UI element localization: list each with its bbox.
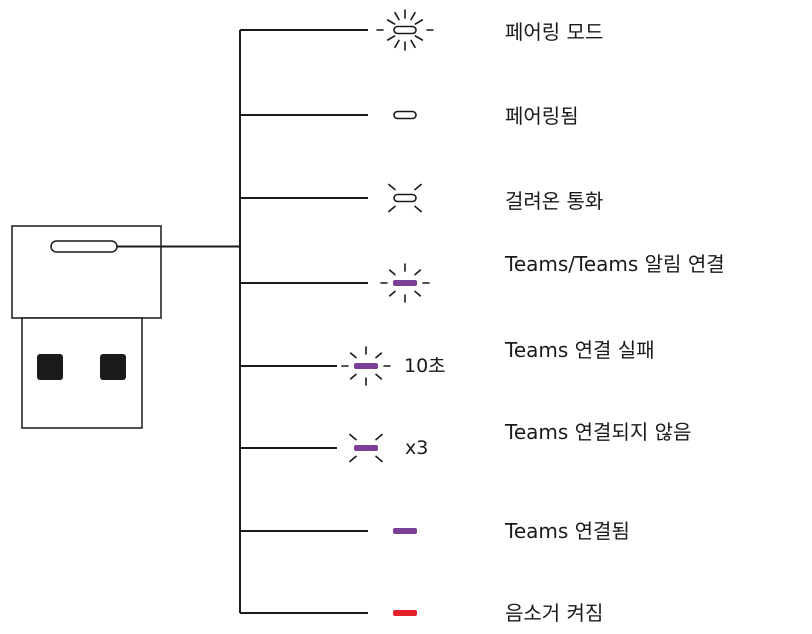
led-state-label: 음소거 켜짐 (505, 601, 604, 625)
led-state-label: Teams 연결됨 (505, 519, 630, 543)
purple-led-icon (354, 445, 378, 451)
led-state-note: 10초 (404, 355, 446, 377)
red-led-icon (393, 610, 417, 616)
white-led-icon (393, 193, 417, 203)
led-ray (414, 269, 422, 276)
led-ray (388, 205, 396, 213)
led-state-row (240, 610, 417, 616)
led-state-row (240, 9, 434, 51)
led-state-label: 페어링 모드 (505, 20, 604, 44)
led-ray (414, 19, 424, 25)
led-ray (414, 183, 422, 191)
led-ray (375, 433, 383, 441)
led-ray (388, 290, 396, 297)
led-ray (394, 11, 400, 21)
led-ray (414, 205, 422, 213)
led-ray (410, 11, 416, 21)
led-ray (386, 35, 396, 41)
usb-receiver-icon (11, 225, 162, 429)
led-ray (349, 373, 357, 380)
led-state-row (240, 110, 417, 120)
white-led-icon (393, 25, 417, 35)
led-ray (386, 19, 396, 25)
led-ray (349, 352, 357, 359)
purple-led-icon (354, 363, 378, 369)
led-state-label: Teams 연결되지 않음 (505, 420, 692, 444)
led-state-row (240, 263, 430, 303)
led-state-label: 페어링됨 (505, 104, 579, 128)
led-state-row (240, 346, 391, 386)
led-ray (375, 455, 383, 463)
led-ray (375, 373, 383, 380)
led-ray (349, 455, 357, 463)
led-ray (388, 183, 396, 191)
led-state-row (240, 528, 417, 534)
led-ray (394, 39, 400, 49)
led-ray (414, 35, 424, 41)
led-state-label: 걸려온 통화 (505, 189, 604, 213)
led-state-label: Teams/Teams 알림 연결 (505, 252, 725, 276)
led-ray (410, 39, 416, 49)
purple-led-icon (393, 280, 417, 286)
led-state-note: x3 (405, 437, 429, 459)
led-state-row (240, 183, 422, 213)
led-state-row (240, 433, 383, 463)
receiver-led-icon (50, 240, 118, 253)
purple-led-icon (393, 528, 417, 534)
led-ray (375, 352, 383, 359)
led-ray (349, 433, 357, 441)
white-led-icon (393, 110, 417, 120)
led-ray (388, 269, 396, 276)
led-ray (414, 290, 422, 297)
led-state-label: Teams 연결 실패 (505, 338, 655, 362)
